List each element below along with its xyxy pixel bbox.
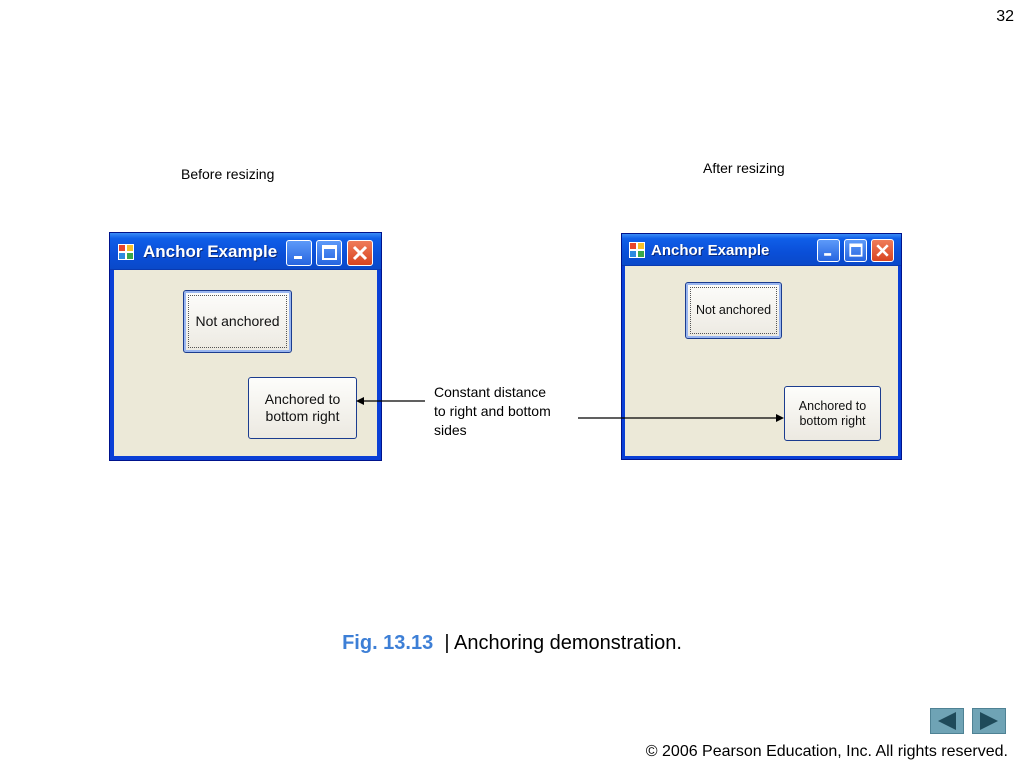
maximize-button[interactable] [316, 240, 342, 266]
annotation-line-1: Constant distance [434, 384, 547, 400]
minimize-icon [824, 253, 832, 256]
next-slide-button[interactable] [972, 708, 1006, 734]
app-window-icon[interactable] [118, 244, 134, 260]
title-bar[interactable]: Anchor Example [622, 234, 901, 266]
caption-before-resizing: Before resizing [181, 166, 275, 182]
annotation-line-2: to right and bottom [434, 403, 551, 419]
window-title: Anchor Example [651, 242, 770, 259]
not-anchored-label: Not anchored [695, 303, 772, 317]
caption-after-resizing: After resizing [703, 160, 785, 176]
anchored-label-line1: Anchored to [798, 398, 867, 413]
anchored-bottom-right-button[interactable]: Anchored to bottom right [248, 377, 357, 439]
maximize-button[interactable] [844, 239, 867, 262]
window-before-resizing: Anchor Example Not anchored Anchored to … [109, 232, 382, 461]
close-button[interactable] [871, 239, 894, 262]
not-anchored-button[interactable]: Not anchored [183, 290, 292, 353]
close-icon [352, 245, 368, 261]
title-bar[interactable]: Anchor Example [110, 233, 381, 270]
next-arrow-icon [980, 712, 998, 730]
annotation-text: Constant distance to right and bottom si… [434, 383, 574, 440]
minimize-icon [294, 256, 302, 259]
anchored-label-line1: Anchored to [264, 391, 341, 408]
previous-arrow-icon [938, 712, 956, 730]
close-button[interactable] [347, 240, 373, 266]
client-area: Not anchored Anchored to bottom right [114, 270, 377, 456]
annotation-line-3: sides [434, 422, 467, 438]
window-title: Anchor Example [143, 242, 278, 261]
anchored-label-line2: bottom right [265, 408, 340, 424]
figure-title: | Anchoring demonstration. [444, 632, 682, 654]
maximize-icon [322, 245, 337, 260]
anchored-label-line2: bottom right [799, 413, 866, 428]
anchored-bottom-right-button[interactable]: Anchored to bottom right [784, 386, 881, 441]
window-after-resizing: Anchor Example Not anchored Anchored to … [621, 233, 902, 460]
not-anchored-label: Not anchored [195, 313, 280, 330]
figure-caption: Fig. 13.13 | Anchoring demonstration. [0, 632, 1024, 655]
copyright-notice: © 2006 Pearson Education, Inc. All right… [645, 743, 1008, 760]
slide-number: 32 [996, 8, 1014, 25]
previous-slide-button[interactable] [930, 708, 964, 734]
minimize-button[interactable] [286, 240, 312, 266]
minimize-button[interactable] [817, 239, 840, 262]
app-window-icon[interactable] [629, 242, 645, 258]
maximize-icon [849, 243, 863, 257]
close-icon [876, 244, 889, 257]
not-anchored-button[interactable]: Not anchored [685, 282, 782, 339]
client-area: Not anchored Anchored to bottom right [625, 266, 898, 456]
figure-number: Fig. 13.13 [342, 632, 434, 654]
